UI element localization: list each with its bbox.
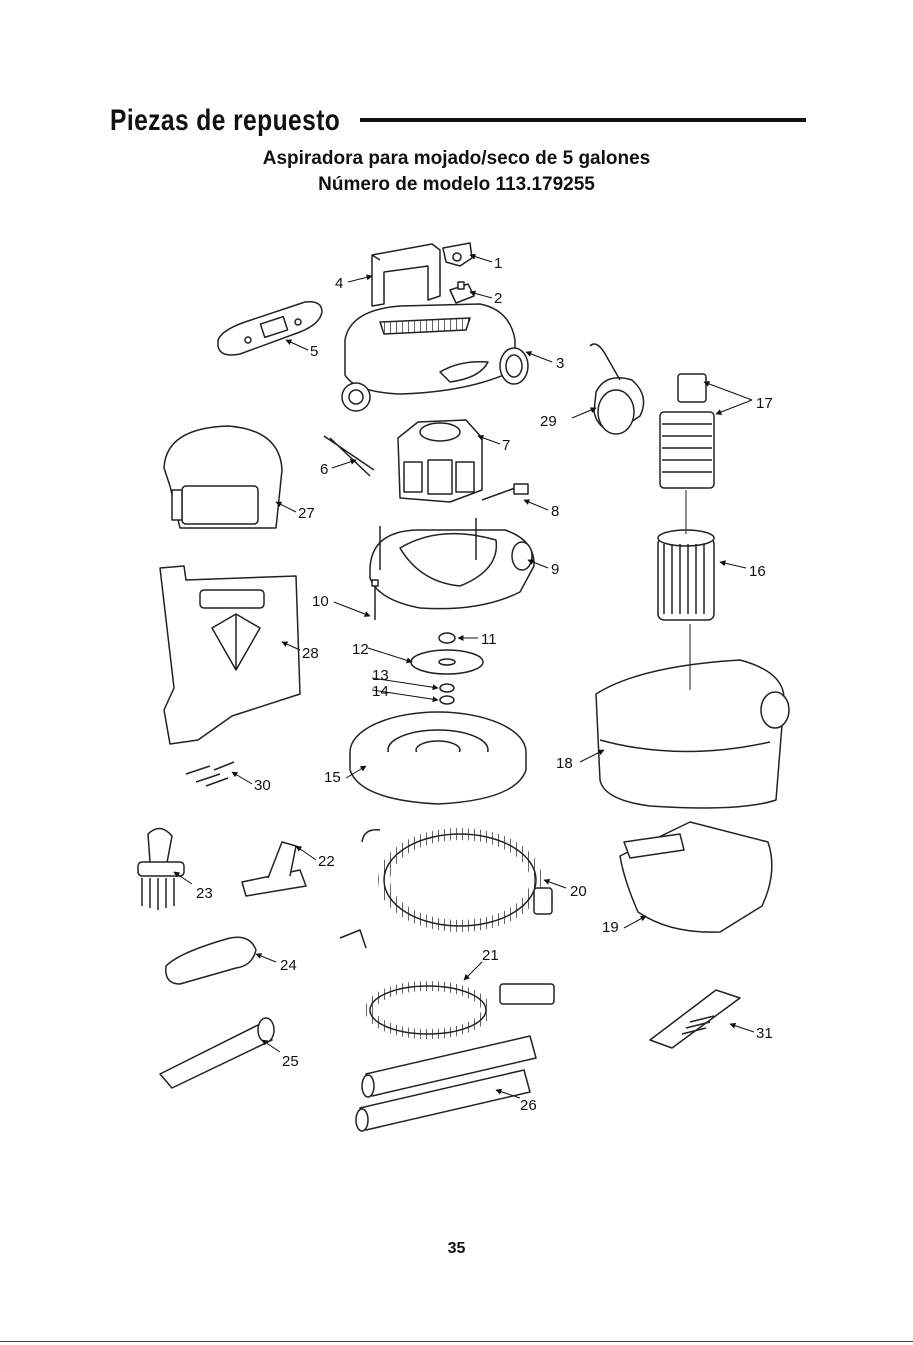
callout-2: 2 xyxy=(494,290,502,307)
part-10-screw xyxy=(372,580,378,620)
part-29-blower-adapter xyxy=(590,344,644,434)
part-3-powerhead-cover xyxy=(342,304,528,411)
part-31-owners-manual xyxy=(650,990,740,1048)
callout-30: 30 xyxy=(254,777,271,794)
callout-22: 22 xyxy=(318,853,335,870)
part-6-impeller-blade xyxy=(324,436,374,476)
part-14-nut xyxy=(440,696,454,704)
callout-24: 24 xyxy=(280,957,297,974)
part-20-hose xyxy=(362,830,552,926)
part-5-nameplate xyxy=(218,302,322,355)
callout-5: 5 xyxy=(310,343,318,360)
callout-17: 17 xyxy=(756,395,773,412)
callout-19: 19 xyxy=(602,919,619,936)
callout-1: 1 xyxy=(494,255,502,272)
callout-3: 3 xyxy=(556,355,564,372)
page-number: 35 xyxy=(0,1240,913,1258)
callout-27: 27 xyxy=(298,505,315,522)
part-12-float-disc xyxy=(411,650,483,674)
part-17-filter-cage xyxy=(660,374,714,488)
callout-16: 16 xyxy=(749,563,766,580)
callout-12: 12 xyxy=(352,641,369,658)
callout-31: 31 xyxy=(756,1025,773,1042)
part-19-accessory-tray xyxy=(620,822,772,932)
part-7-motor xyxy=(398,420,482,502)
callout-23: 23 xyxy=(196,885,213,902)
callout-20: 20 xyxy=(570,883,587,900)
part-24-utility-nozzle xyxy=(166,937,256,984)
part-22-claw-nozzle xyxy=(242,842,306,896)
callout-6: 6 xyxy=(320,461,328,478)
part-16-cartridge-filter xyxy=(658,530,714,620)
callout-8: 8 xyxy=(551,503,559,520)
part-23-dusting-brush xyxy=(138,828,184,910)
callout-4: 4 xyxy=(335,275,343,292)
part-1-clip xyxy=(443,243,472,266)
callout-10: 10 xyxy=(312,593,329,610)
part-30-screws xyxy=(186,762,234,786)
part-4-handle xyxy=(372,244,440,306)
callout-21: 21 xyxy=(482,947,499,964)
part-13-spacer xyxy=(440,684,454,692)
part-27-cord-wrap xyxy=(164,426,282,528)
callout-15: 15 xyxy=(324,769,341,786)
part-26-extension-wands xyxy=(356,1036,536,1131)
part-21-hose xyxy=(340,930,554,1034)
callout-26: 26 xyxy=(520,1097,537,1114)
part-9-lid xyxy=(370,518,534,609)
callout-7: 7 xyxy=(502,437,510,454)
callout-11: 11 xyxy=(481,631,497,648)
callout-9: 9 xyxy=(551,561,559,578)
bottom-rule xyxy=(0,1341,913,1342)
part-8-power-cord xyxy=(482,484,528,500)
callout-14: 14 xyxy=(372,683,389,700)
part-28-caster-base xyxy=(160,566,300,744)
callout-13: 13 xyxy=(372,667,389,684)
callout-28: 28 xyxy=(302,645,319,662)
part-11-washer xyxy=(439,633,455,643)
part-25-crevice-tool xyxy=(160,1018,274,1088)
callout-25: 25 xyxy=(282,1053,299,1070)
part-18-tank xyxy=(596,660,789,808)
callout-29: 29 xyxy=(540,413,557,430)
callout-18: 18 xyxy=(556,755,573,772)
part-15-float-cage xyxy=(350,712,526,804)
